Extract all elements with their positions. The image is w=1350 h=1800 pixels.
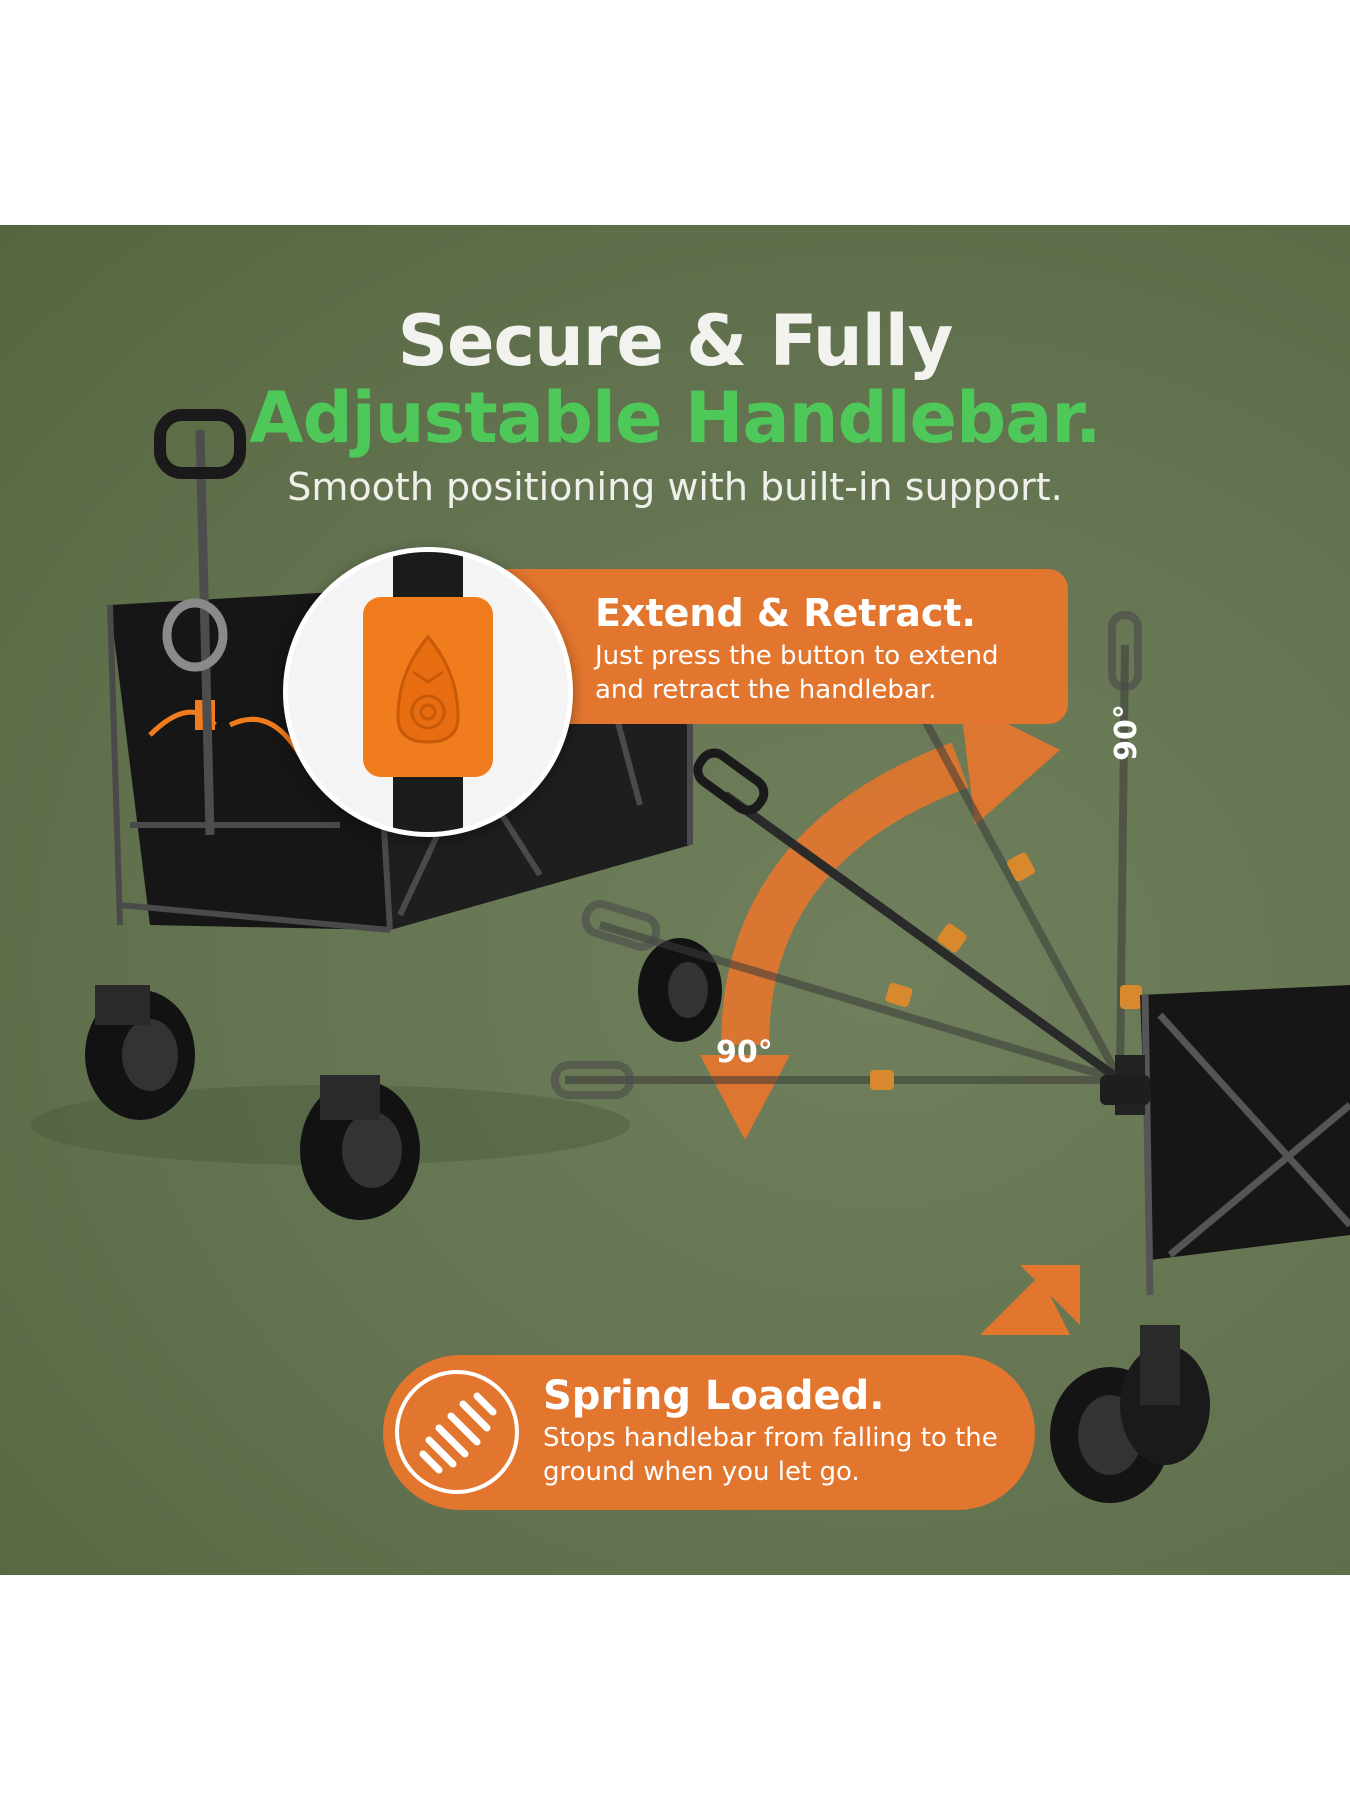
right-wagon: [1050, 985, 1350, 1503]
angle-label-lower: 90°: [716, 1035, 773, 1070]
spring-loaded-callout: Spring Loaded. Stops handlebar from fall…: [383, 1355, 1035, 1510]
extend-retract-title: Extend & Retract.: [595, 591, 976, 635]
spring-loaded-text: Stops handlebar from falling to the grou…: [543, 1423, 998, 1487]
corner-arrow-icon: [980, 1265, 1080, 1335]
headline-line2: Adjustable Handlebar.: [249, 377, 1101, 459]
headline-line1: Secure & Fully: [397, 300, 954, 382]
press-button-icon: [363, 552, 493, 832]
angle-label-upper: 90°: [1108, 704, 1144, 761]
spring-icon: [395, 1370, 519, 1494]
button-closeup: [283, 547, 573, 837]
handlebar-positions: [551, 611, 1142, 1099]
headline-subtitle: Smooth positioning with built-in support…: [287, 465, 1063, 509]
extend-retract-text: Just press the button to extend and retr…: [595, 641, 999, 705]
spring-loaded-title: Spring Loaded.: [543, 1373, 885, 1419]
product-panel: Secure & Fully Adjustable Handlebar. Smo…: [0, 225, 1350, 1575]
